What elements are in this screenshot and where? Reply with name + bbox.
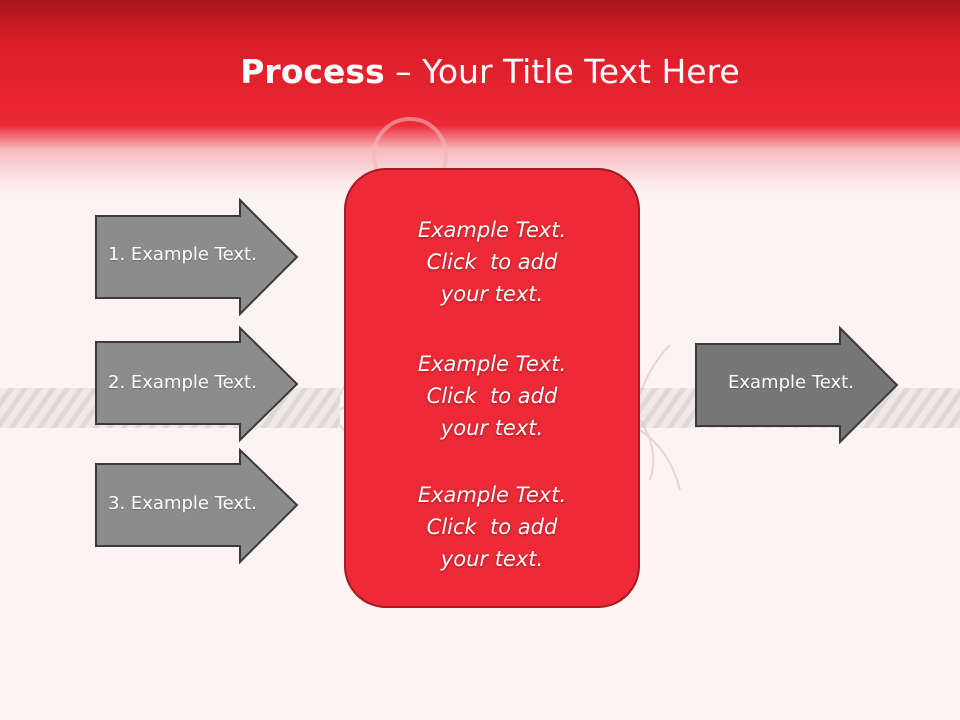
center-paragraph-3-line-2: Click to add — [426, 515, 558, 539]
center-paragraph-2-line-2: Click to add — [426, 384, 558, 408]
output-arrow-label: Example Text. — [728, 372, 854, 393]
center-paragraph-3-line-1: Example Text. — [417, 483, 567, 507]
slide-title: Process – Your Title Text Here — [0, 52, 960, 91]
center-paragraph-1-line-1: Example Text. — [417, 218, 567, 242]
title-rest: – Your Title Text Here — [384, 52, 740, 91]
input-arrow-3-label: 3. Example Text. — [108, 493, 257, 514]
input-arrow-3[interactable] — [94, 448, 300, 566]
center-paragraph-1-line-3: your text. — [440, 282, 544, 306]
input-arrow-2[interactable] — [94, 326, 300, 444]
center-paragraph-3: Example Text. Click to add your text. — [346, 479, 638, 575]
center-paragraph-2-line-1: Example Text. — [417, 352, 567, 376]
center-paragraph-3-line-3: your text. — [440, 547, 544, 571]
output-arrow[interactable] — [694, 326, 900, 444]
input-arrow-1-label: 1. Example Text. — [108, 244, 257, 265]
center-process-box[interactable]: Example Text. Click to add your text. Ex… — [344, 168, 640, 608]
center-paragraph-2-line-3: your text. — [440, 416, 544, 440]
center-paragraph-1-line-2: Click to add — [426, 250, 558, 274]
center-paragraph-1: Example Text. Click to add your text. — [346, 214, 638, 310]
header-band — [0, 0, 960, 200]
input-arrow-2-label: 2. Example Text. — [108, 372, 257, 393]
center-paragraph-2: Example Text. Click to add your text. — [346, 348, 638, 444]
watermark-logo — [372, 117, 448, 185]
input-arrow-1[interactable] — [94, 198, 300, 316]
title-bold: Process — [240, 52, 385, 91]
